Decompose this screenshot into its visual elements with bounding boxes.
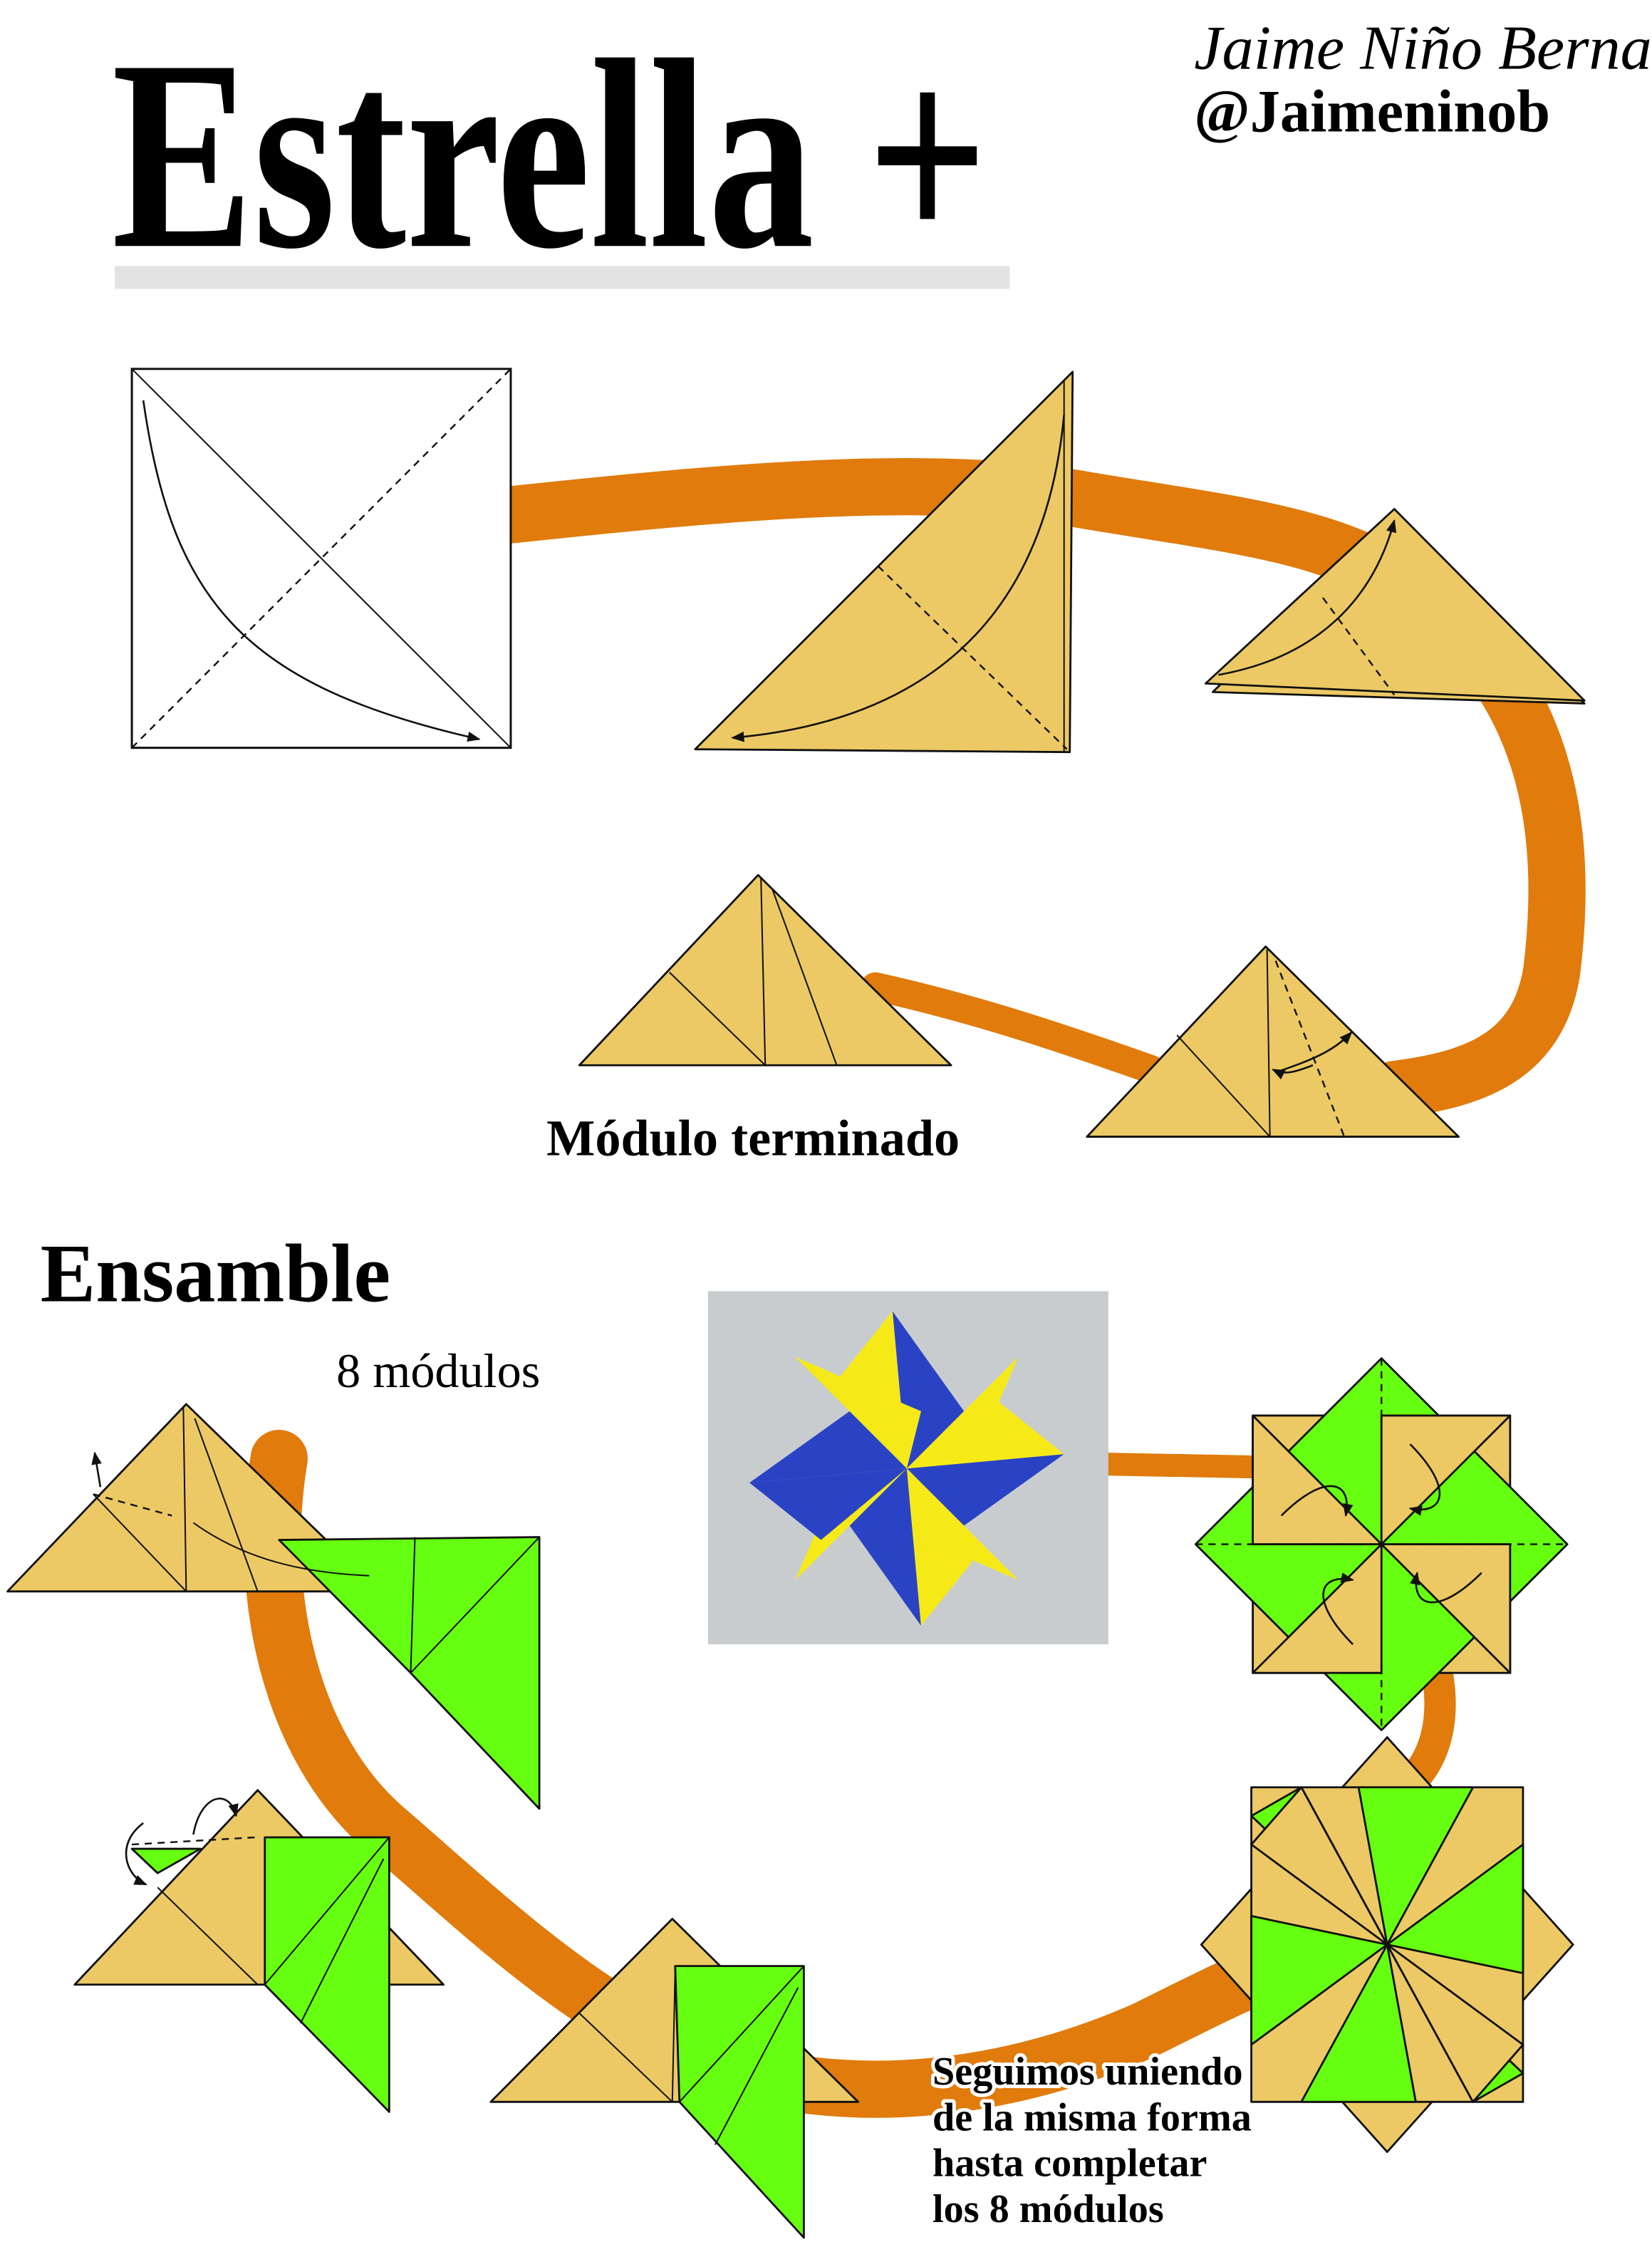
assembly-step-a [6,1403,541,1810]
instruction-line: hasta completar [933,2142,1207,2186]
insert-arrow-icon [192,1522,370,1577]
fold-arrow-icon [1218,519,1397,676]
assembled-star-diagram-b [1200,1736,1574,2153]
module-count-label: 8 módulos [336,1344,540,1398]
author-name: Jaime Niño Bernal [1194,13,1652,83]
instruction-line: los 8 módulos [933,2187,1164,2231]
assembly-step-b [73,1789,445,2113]
finished-star-photo [707,1291,1108,1645]
fold-arrow-icon [1275,1031,1353,1074]
assembly-step-c [489,1918,860,2239]
finished-module-label: Módulo terminado [546,1110,960,1167]
fold-arrow-icon [142,400,481,742]
assembled-star-diagram-a [1194,1357,1569,1731]
author-handle: @Jaimeninob [1194,79,1550,145]
assembly-instructions: Seguimos uniendo de la misma forma hasta… [929,2046,1255,2235]
step-1-square [130,368,512,749]
step-2-triangle [694,370,1074,754]
step-4-triangle [1086,945,1460,1138]
flow-path-finish [861,972,1166,1084]
assembly-title: Ensamble [41,1228,391,1319]
finished-module [578,873,952,1066]
rotate-arrow-icon [125,1822,147,1886]
fold-arrow-icon [731,414,1065,742]
instruction-line: de la misma forma [933,2095,1252,2139]
title-underline [115,266,1010,289]
instruction-line: Seguimos uniendo [933,2050,1243,2094]
step-3-triangle [1204,508,1586,705]
diagram-title: Estrella + [112,4,988,305]
flow-path-photo [1096,1453,1270,1479]
